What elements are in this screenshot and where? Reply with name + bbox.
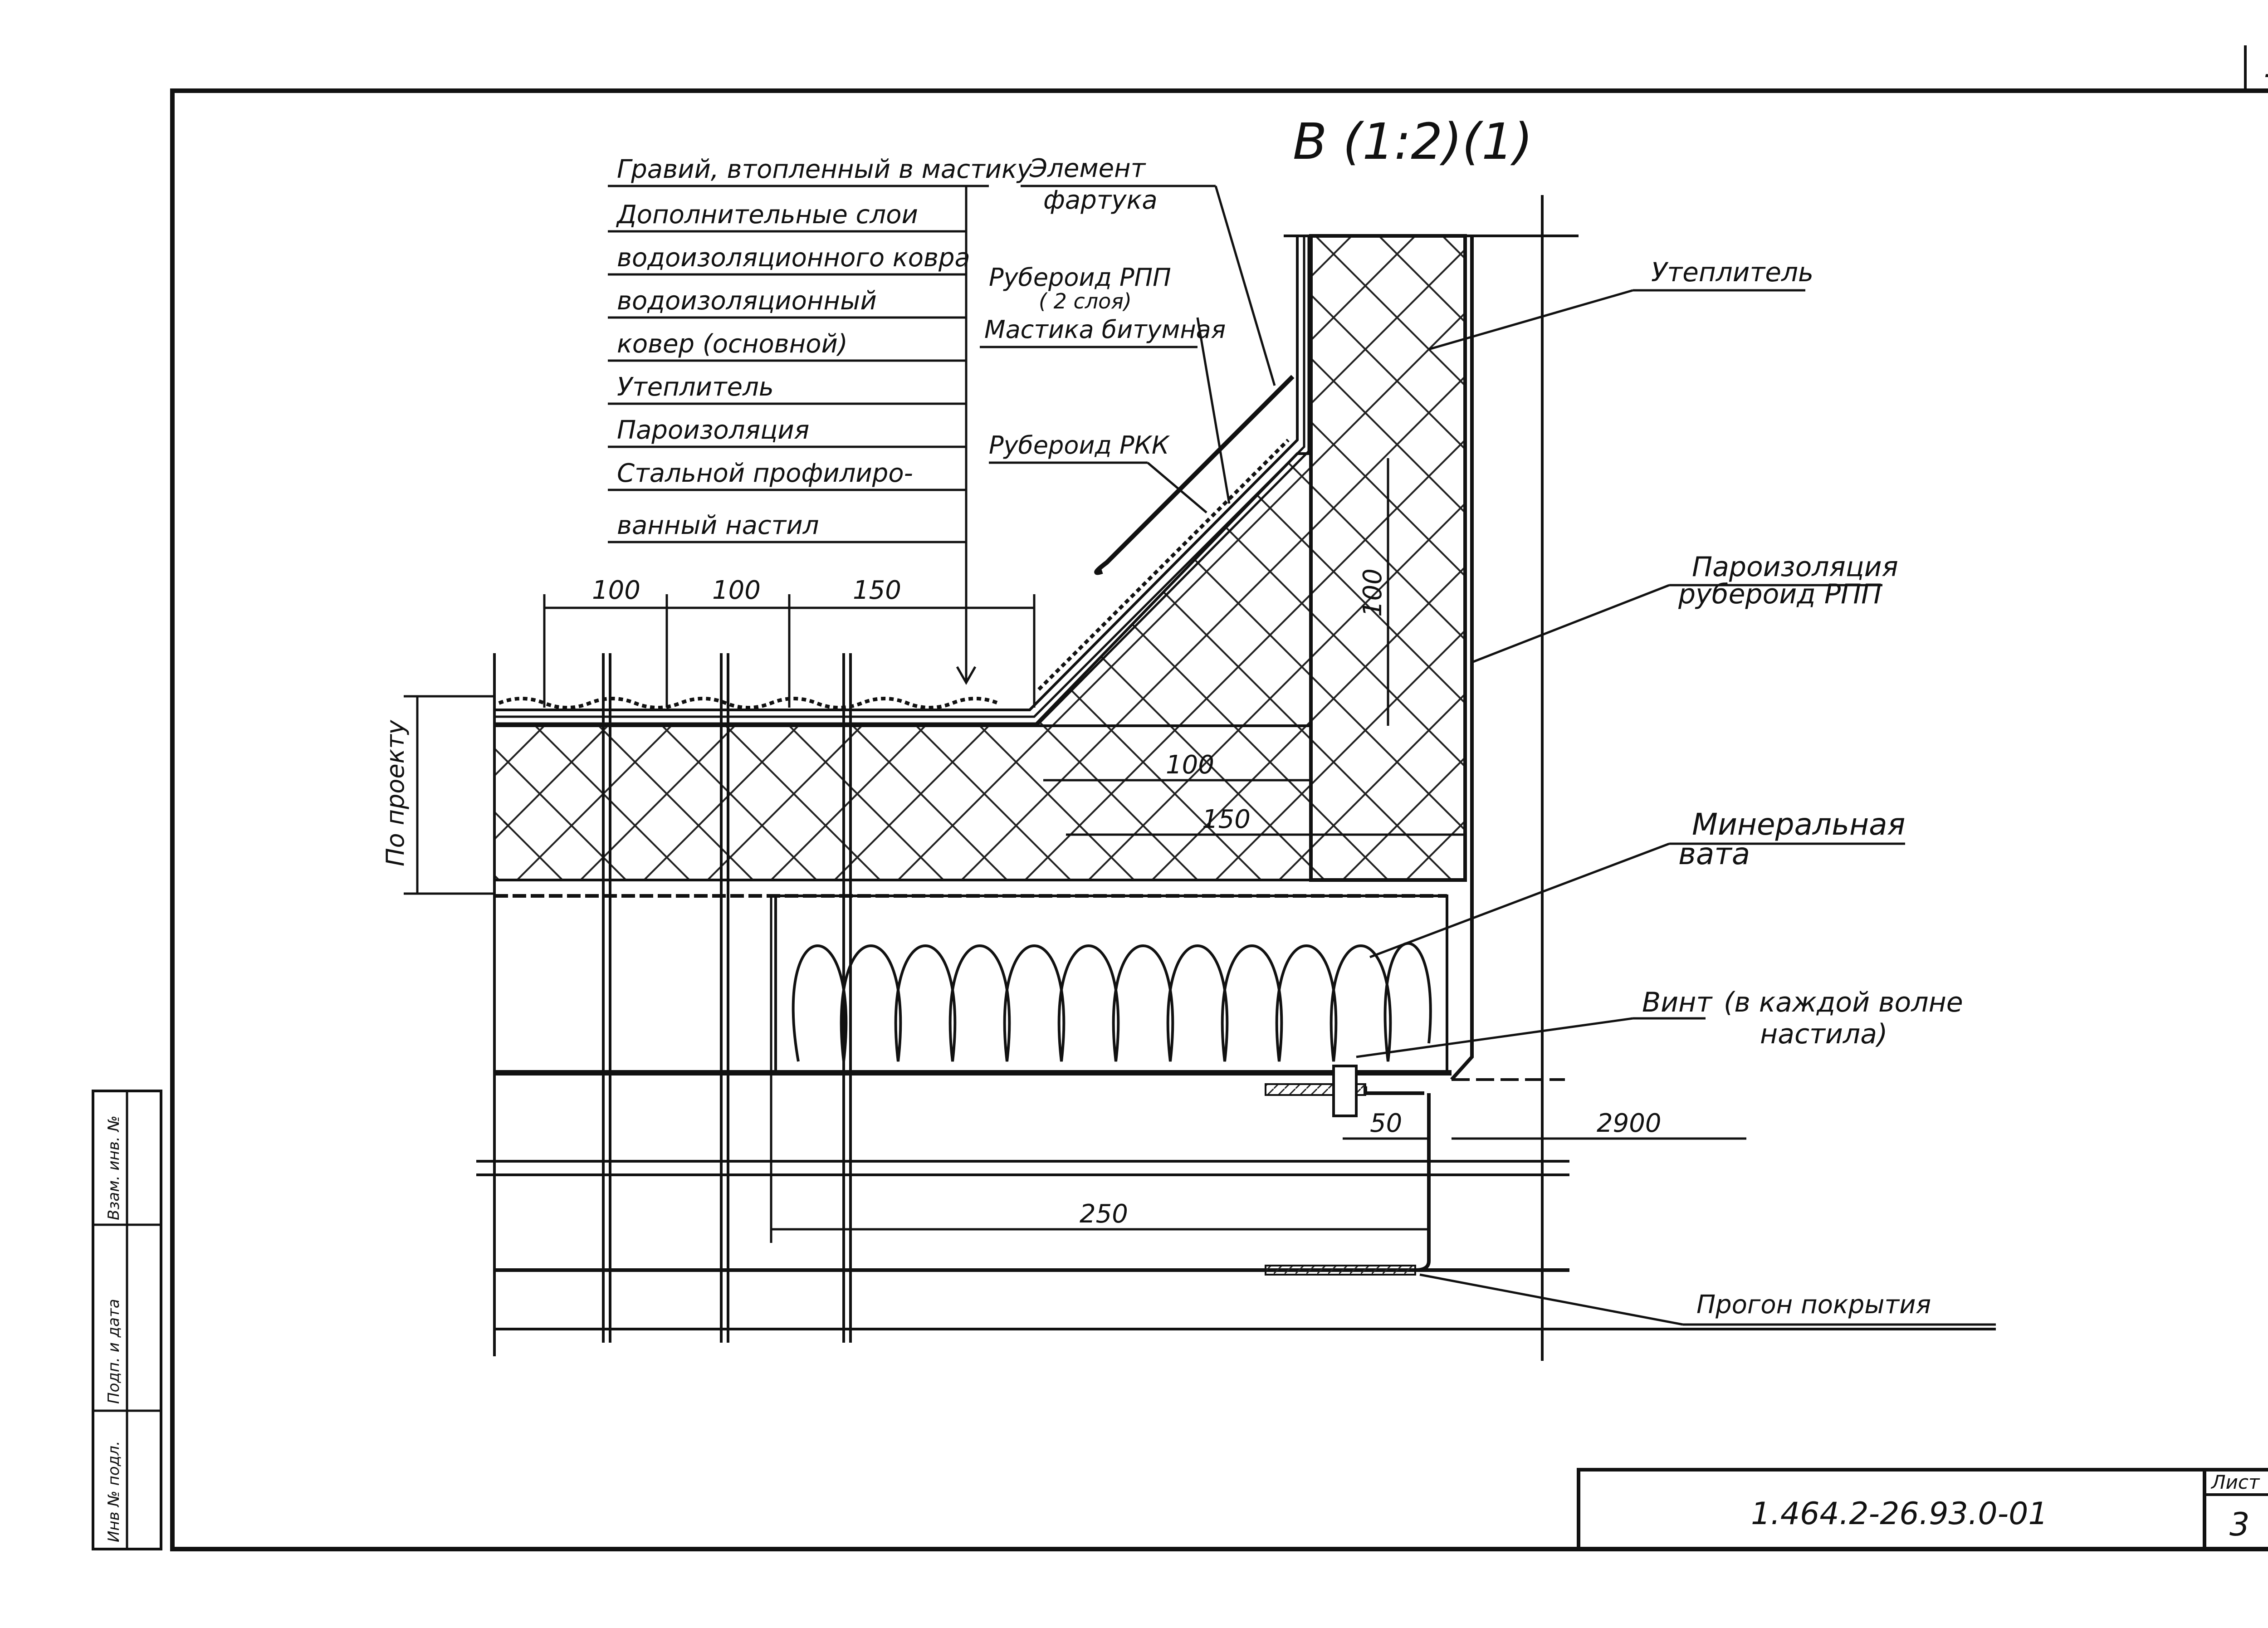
- doc-code: 1.464.2-26.93.0-01: [1751, 1496, 2048, 1532]
- sheet-frame: [170, 88, 2268, 1551]
- purlin: [1265, 1065, 1431, 1276]
- label-rpp-1: Рубероид РПП: [989, 263, 1171, 292]
- label-screw-2: (в каждой волне: [1724, 987, 1963, 1018]
- legend-line-6: Утеплитель: [617, 372, 774, 402]
- label-vapor-1: Пароизоляция: [1692, 551, 1898, 583]
- dim-2900: 2900: [1597, 1109, 1662, 1138]
- legend-line-8: Стальной профилиро-: [617, 459, 913, 488]
- dim-100b: 100: [712, 576, 761, 605]
- stamp-inv-podl: Инв № подл.: [105, 1441, 123, 1542]
- label-rpp-2: ( 2 слоя): [1039, 289, 1132, 313]
- page-number: 15: [2263, 44, 2268, 86]
- label-insulation: Утеплитель: [1651, 257, 1813, 288]
- label-screw-1: Винт: [1642, 987, 1713, 1018]
- stamp-vzam-inv: Взам. инв. №: [105, 1115, 123, 1220]
- legend-line-5: ковер (основной): [617, 329, 848, 359]
- dim-150a: 150: [853, 576, 901, 605]
- dim-250: 250: [1080, 1199, 1128, 1229]
- mineral-wool: [774, 895, 1448, 1074]
- left-stamp: Взам. инв. № Подп. и дата Инв № подл.: [92, 1090, 162, 1550]
- dim-100-vertical: 100: [1358, 568, 1388, 617]
- label-rkk: Рубероид РКК: [989, 431, 1170, 460]
- label-wool-2: вата: [1678, 836, 1750, 871]
- label-screw-3: настила): [1760, 1018, 1887, 1050]
- grid-lines: [476, 195, 1996, 1361]
- label-wool-1: Минеральная: [1692, 807, 1905, 842]
- layer-legend: Гравий, втопленный в мастику Дополнитель…: [608, 155, 1032, 685]
- title-block: 1.464.2-26.93.0-01 Лист 3: [1577, 1468, 2268, 1551]
- detail-title: В (1:2)(1): [1293, 112, 1533, 171]
- flashing-element: [1094, 375, 1295, 575]
- list-number: 3: [2229, 1506, 2250, 1543]
- legend-line-9: ванный настил: [617, 511, 819, 540]
- list-label: Лист: [2210, 1471, 2260, 1493]
- label-purlin: Прогон покрытия: [1696, 1290, 1931, 1320]
- dimensions: 100 100 150 По проекту 100 100 150 50 29…: [381, 458, 1746, 1243]
- stamp-sign-date: Подп. и дата: [105, 1299, 123, 1404]
- legend-line-7: Пароизоляция: [617, 416, 809, 445]
- dim-50: 50: [1370, 1109, 1402, 1138]
- legend-line-3: водоизоляционного ковра: [617, 243, 970, 273]
- legend-line-2: Дополнительные слои: [616, 200, 918, 230]
- waterproofing-carpet: [494, 236, 1310, 725]
- dim-150-horizontal: 150: [1202, 805, 1251, 834]
- label-flashing-2: фартука: [1043, 186, 1158, 215]
- dim-100-horizontal: 100: [1166, 750, 1214, 780]
- label-flashing-1: Элемент: [1029, 154, 1146, 183]
- dim-by-project: По проекту: [381, 719, 410, 866]
- label-vapor-2: рубероид РПП: [1678, 578, 1882, 610]
- dim-100a: 100: [592, 576, 640, 605]
- legend-line-4: водоизоляционный: [617, 286, 877, 316]
- vapor-barrier-line: [1450, 236, 1474, 1081]
- callouts: Элемент фартука Рубероид РПП ( 2 слоя) М…: [980, 154, 1996, 1326]
- legend-line-1: Гравий, втопленный в мастику: [617, 155, 1032, 184]
- label-mastic: Мастика битумная: [984, 315, 1226, 344]
